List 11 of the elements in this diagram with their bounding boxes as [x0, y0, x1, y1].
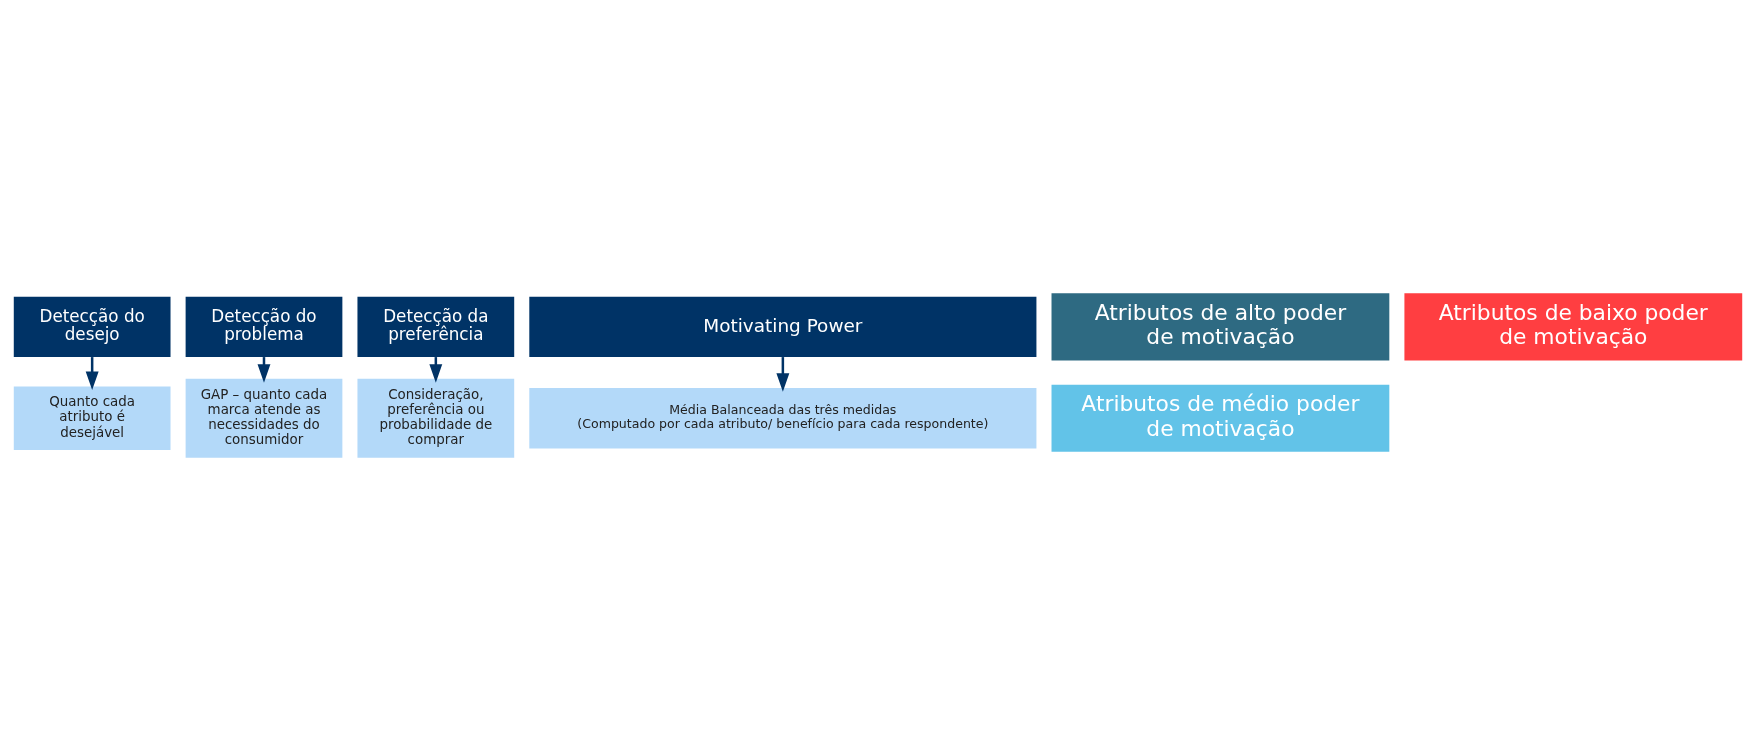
node-box: Quanto cada atributo é desejável [13, 385, 171, 450]
node-box: GAP – quanto cada marca atende as necessidades do consumidor [185, 378, 343, 458]
node-box: Detecção do desejo [13, 296, 171, 357]
node-box: Detecção do problema [185, 296, 343, 357]
node-box: Média Balanceada das três medidas (Computado por cada atributo/ benefício para cada respondente) [529, 387, 1037, 448]
node-box: Motivating Power [529, 296, 1037, 357]
node-box: Detecção da preferência [357, 296, 515, 357]
node-box: Atributos de alto poder de motivação [1051, 292, 1390, 360]
node-box: Consideração, preferência ou probabilidade de comprar [357, 378, 515, 458]
node-box: Atributos de médio poder de motivação [1051, 384, 1390, 452]
node-box: Atributos de baixo poder de motivação [1404, 292, 1743, 360]
